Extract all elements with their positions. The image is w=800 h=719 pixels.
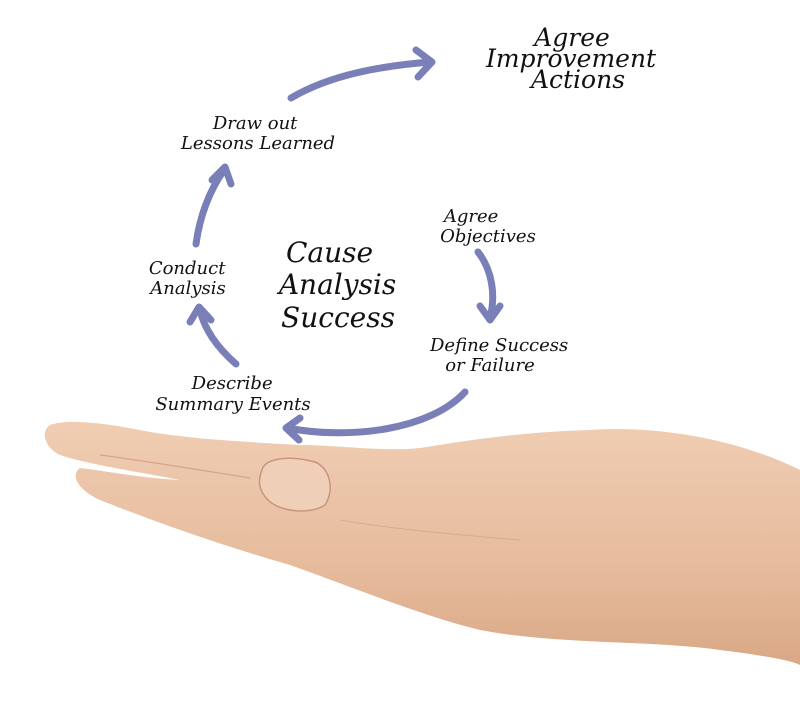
hand-image: [44, 421, 800, 665]
step-lessons-learned: Draw out Lessons Learned: [180, 113, 335, 154]
arrow-to-improvement-actions: [287, 46, 436, 102]
center-label: Cause Analysis Success: [276, 236, 405, 334]
step-agree-objectives: Agree Objectives: [440, 206, 536, 247]
cycle-arrows: [186, 46, 504, 444]
step-conduct-analysis: Conduct Analysis: [148, 258, 231, 299]
arrow-to-summary-events: [282, 388, 469, 444]
step-define-success: Define Success or Failure: [429, 335, 574, 376]
step-improvement-actions: Agree Improvement Actions: [485, 23, 664, 94]
arrow-to-conduct-analysis: [186, 303, 240, 368]
arrow-to-define-success: [474, 248, 504, 324]
arrow-to-lessons-learned: [192, 163, 235, 248]
step-describe-summary-events: Describe Summary Events: [155, 373, 310, 415]
